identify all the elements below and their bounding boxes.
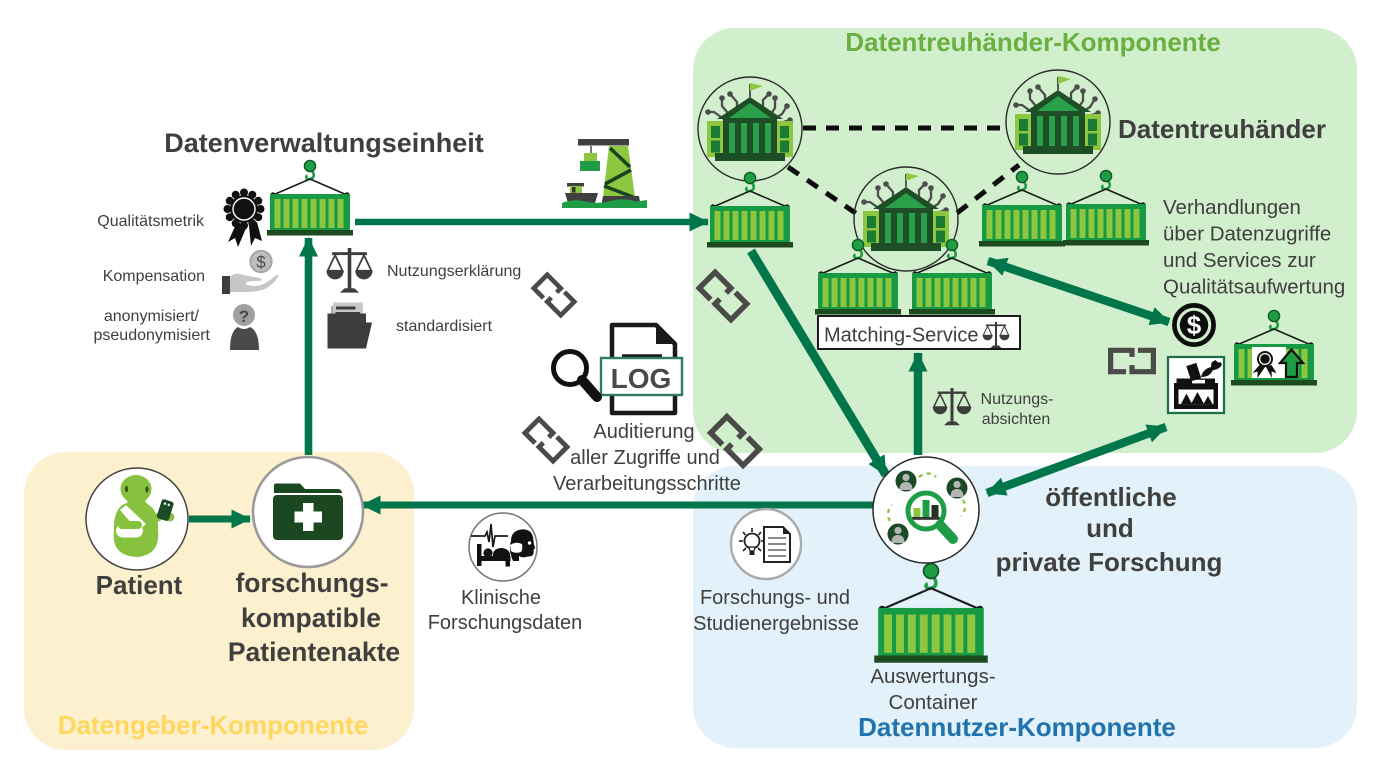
svg-text:Auditierung: Auditierung bbox=[593, 421, 694, 443]
svg-text:$: $ bbox=[1187, 310, 1202, 340]
svg-text:Forschungs- und: Forschungs- und bbox=[700, 587, 850, 609]
svg-text:Patient: Patient bbox=[96, 570, 183, 600]
svg-text:absichten: absichten bbox=[982, 411, 1051, 428]
svg-text:kompatible: kompatible bbox=[241, 603, 381, 633]
svg-text:Container: Container bbox=[889, 691, 978, 714]
svg-text:und: und bbox=[1086, 513, 1134, 543]
svg-text:pseudonymisiert: pseudonymisiert bbox=[94, 327, 211, 344]
svg-text:Kompensation: Kompensation bbox=[103, 268, 205, 285]
svg-text:anonymisiert/: anonymisiert/ bbox=[104, 308, 200, 325]
svg-text:Nutzungs-: Nutzungs- bbox=[981, 391, 1054, 408]
svg-text:Patientenakte: Patientenakte bbox=[228, 637, 400, 667]
svg-text:Studienergebnisse: Studienergebnisse bbox=[693, 613, 859, 635]
svg-text:Auswertungs-: Auswertungs- bbox=[870, 665, 995, 688]
svg-text:Datentreuhänder-Komponente: Datentreuhänder-Komponente bbox=[845, 27, 1221, 57]
svg-text:Datentreuhänder: Datentreuhänder bbox=[1118, 114, 1326, 144]
svg-text:$: $ bbox=[256, 253, 266, 272]
svg-text:?: ? bbox=[239, 307, 249, 326]
svg-text:Qualitätsaufwertung: Qualitätsaufwertung bbox=[1163, 276, 1345, 299]
svg-text:Klinische: Klinische bbox=[461, 587, 541, 609]
svg-text:Qualitätsmetrik: Qualitätsmetrik bbox=[97, 213, 205, 230]
svg-text:standardisiert: standardisiert bbox=[396, 318, 493, 335]
svg-text:forschungs-: forschungs- bbox=[235, 568, 388, 598]
svg-text:Verhandlungen: Verhandlungen bbox=[1163, 196, 1301, 219]
svg-text:Datengeber-Komponente: Datengeber-Komponente bbox=[58, 710, 369, 740]
svg-text:öffentliche: öffentliche bbox=[1045, 482, 1176, 512]
svg-text:private Forschung: private Forschung bbox=[996, 547, 1223, 577]
svg-text:Matching-Service: Matching-Service bbox=[824, 325, 979, 347]
svg-text:aller Zugriffe und: aller Zugriffe und bbox=[570, 447, 720, 469]
svg-text:über Datenzugriffe: über Datenzugriffe bbox=[1163, 223, 1331, 246]
svg-text:LOG: LOG bbox=[611, 363, 672, 394]
svg-text:Nutzungserklärung: Nutzungserklärung bbox=[387, 263, 521, 280]
svg-text:Datenverwaltungseinheit: Datenverwaltungseinheit bbox=[164, 128, 484, 158]
svg-text:Forschungsdaten: Forschungsdaten bbox=[428, 612, 583, 634]
svg-text:und Services zur: und Services zur bbox=[1163, 249, 1316, 272]
svg-text:Verarbeitungsschritte: Verarbeitungsschritte bbox=[553, 473, 741, 495]
svg-text:Datennutzer-Komponente: Datennutzer-Komponente bbox=[858, 712, 1176, 742]
